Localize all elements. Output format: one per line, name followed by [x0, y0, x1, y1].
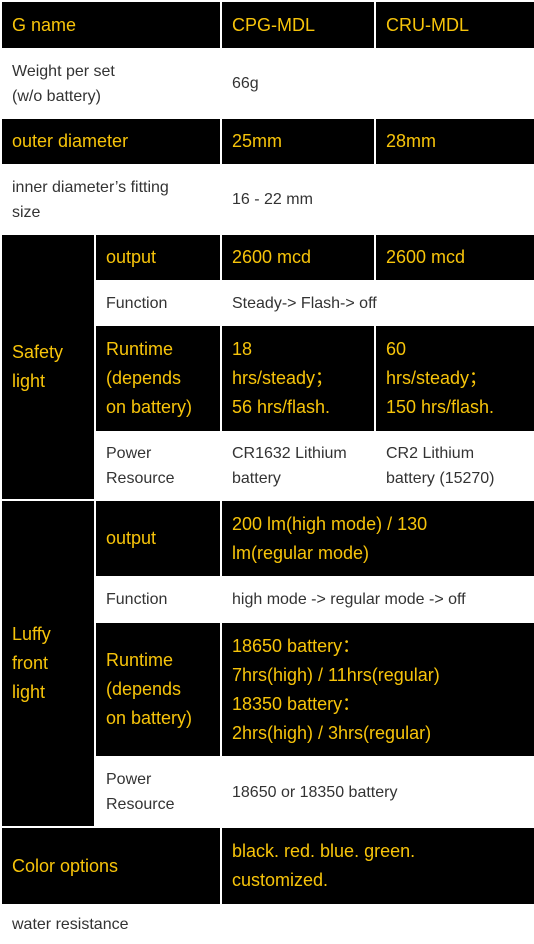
outer-diameter-cru: 28mm	[374, 117, 534, 166]
weight-row: Weight per set(w/o battery) 66g	[0, 48, 534, 119]
color-options-label: Color options	[0, 826, 222, 906]
header-cpg: CPG-MDL	[220, 0, 376, 50]
safety-output-cpg: 2600 mcd	[220, 233, 376, 282]
outer-diameter-label: outer diameter	[0, 117, 222, 166]
color-options-row: Color options black. red. blue. green.cu…	[0, 826, 534, 906]
safety-function-label: Function	[94, 280, 222, 326]
water-resistance-row: water resistance	[0, 904, 534, 944]
color-options-value: black. red. blue. green.customized.	[220, 826, 534, 906]
water-resistance-value	[220, 904, 534, 944]
water-resistance-label: water resistance	[0, 904, 222, 944]
luffy-output-label: output	[94, 499, 222, 578]
safety-output-label: output	[94, 233, 222, 282]
header-label: G name	[0, 0, 222, 50]
luffy-function-label: Function	[94, 576, 222, 623]
outer-diameter-cpg: 25mm	[220, 117, 376, 166]
luffy-function-value: high mode -> regular mode -> off	[220, 576, 534, 623]
luffy-runtime-value: 18650 battery：7hrs(high) / 11hrs(regular…	[220, 621, 534, 758]
outer-diameter-row: outer diameter 25mm 28mm	[0, 117, 534, 166]
safety-function-value: Steady-> Flash-> off	[220, 280, 534, 326]
safety-output-cru: 2600 mcd	[374, 233, 534, 282]
luffy-function-row: Function high mode -> regular mode -> of…	[1, 576, 534, 623]
inner-diameter-value: 16 - 22 mm	[220, 164, 534, 235]
luffy-power-value: 18650 or 18350 battery	[220, 756, 534, 828]
header-row: G name CPG-MDL CRU-MDL	[0, 0, 534, 50]
header-cru: CRU-MDL	[374, 0, 534, 50]
weight-label: Weight per set(w/o battery)	[0, 48, 222, 119]
weight-value: 66g	[220, 48, 534, 119]
